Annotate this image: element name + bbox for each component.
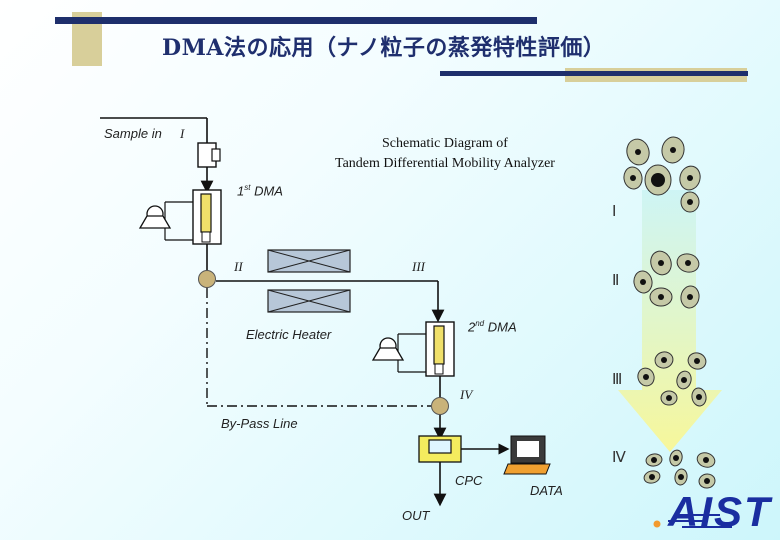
- electric-heater-lower: [267, 289, 351, 313]
- process-arrow: [618, 190, 722, 452]
- stage-label-1: Ⅰ: [612, 204, 617, 220]
- schematic-caption-line1: Schematic Diagram of: [382, 136, 508, 151]
- dma1-ordinal: st: [244, 183, 251, 192]
- point-1-label: I: [180, 126, 185, 141]
- dma2-text: DMA: [487, 319, 517, 335]
- particle-core: [666, 395, 672, 401]
- dma1-number: 1: [237, 183, 245, 199]
- electric-heater-label: Electric Heater: [246, 327, 332, 342]
- data-label: DATA: [530, 483, 563, 498]
- particle-core: [687, 175, 693, 181]
- particle-core: [658, 260, 664, 266]
- particle-core: [658, 294, 664, 300]
- stage-label-4: Ⅳ: [612, 450, 626, 466]
- aist-logo: AIST: [668, 488, 772, 535]
- particles-illustration: [623, 136, 716, 489]
- particle-core: [649, 474, 655, 480]
- stage-label-2: Ⅱ: [612, 273, 620, 289]
- dma2-label: 2nd DMA: [468, 319, 517, 334]
- out-label: OUT: [402, 508, 430, 523]
- bypass-line-label: By-Pass Line: [221, 416, 298, 431]
- point-3-label: III: [412, 259, 425, 274]
- dma1-text: DMA: [254, 183, 283, 199]
- particle-core: [651, 457, 657, 463]
- particle-core: [681, 377, 687, 383]
- cpc-unit: [418, 435, 462, 463]
- sample-in-label: Sample in: [104, 126, 162, 141]
- particle-core: [651, 173, 665, 187]
- sample-inlet-line: [100, 117, 208, 143]
- schematic-caption: Schematic Diagram of Tandem Differential…: [300, 134, 590, 174]
- particle-core: [703, 457, 709, 463]
- main-flow-line: [216, 280, 445, 323]
- node-point-2: [198, 270, 216, 288]
- dma2-number: 2: [468, 319, 476, 335]
- header-bar-top: [55, 17, 537, 24]
- particle-core: [630, 175, 636, 181]
- dma1-unit: [164, 189, 222, 245]
- particle-core: [685, 260, 691, 266]
- electric-heater-upper: [267, 249, 351, 273]
- point-2-label: II: [234, 259, 243, 274]
- logo-streaks: [653, 514, 732, 528]
- particle-core: [673, 455, 679, 461]
- particle-core: [687, 199, 693, 205]
- point-4-label: IV: [460, 387, 473, 402]
- dma1-label: 1st DMA: [237, 183, 283, 198]
- bypass-line: [206, 288, 431, 407]
- particle-core: [696, 394, 702, 400]
- particle-core: [704, 478, 710, 484]
- node-point-4: [431, 397, 449, 415]
- inlet-impactor: [197, 142, 221, 194]
- particle-core: [687, 294, 693, 300]
- dma2-ordinal: nd: [475, 319, 485, 328]
- particle-core: [694, 358, 700, 364]
- stage-label-3: Ⅲ: [612, 372, 623, 388]
- pump2-icon: [371, 337, 405, 361]
- pump1-icon: [138, 205, 172, 229]
- page-title: DMA法の応用（ナノ粒子の蒸発特性評価）: [162, 35, 606, 61]
- particle-core: [670, 147, 676, 153]
- particle-core: [643, 374, 649, 380]
- dma2-unit: [397, 321, 455, 377]
- particle-core: [661, 357, 667, 363]
- header-bar-bottom: [440, 71, 748, 76]
- schematic-caption-line2: Tandem Differential Mobility Analyzer: [335, 156, 555, 171]
- particle-core: [678, 474, 684, 480]
- cpc-label: CPC: [455, 473, 483, 488]
- particle-core: [640, 279, 646, 285]
- computer-icon: [503, 435, 551, 475]
- particle-core: [635, 149, 641, 155]
